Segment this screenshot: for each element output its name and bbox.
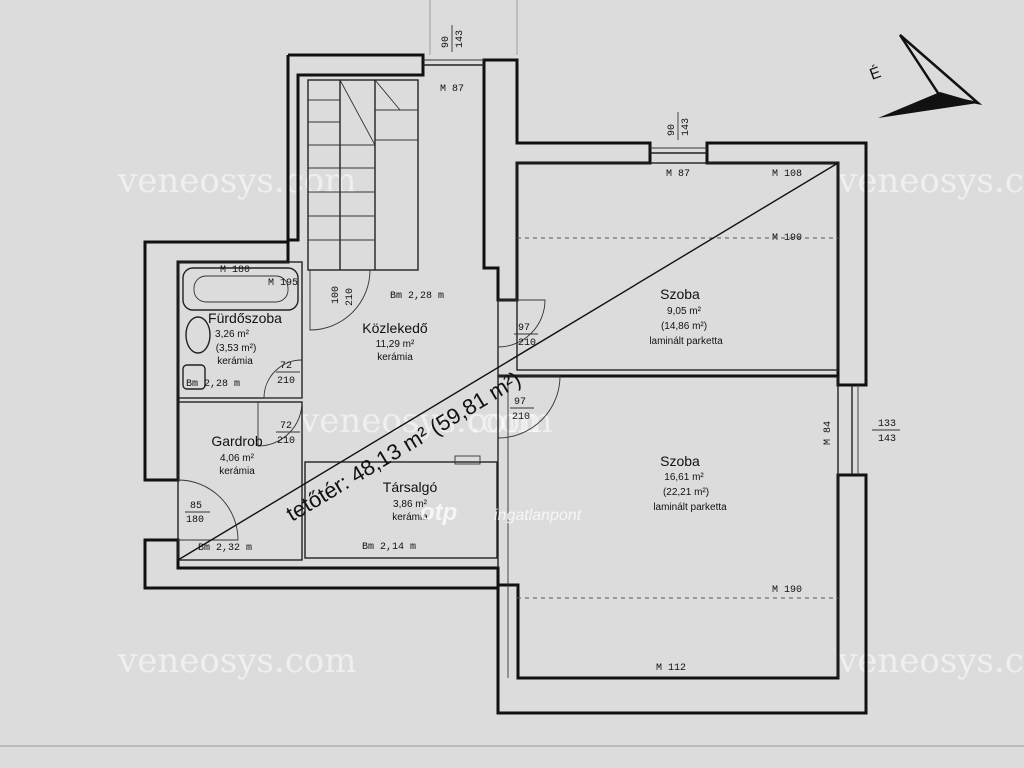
bathroom-walls xyxy=(177,261,303,399)
dim-text: M 87 xyxy=(440,84,464,95)
door-swing xyxy=(177,479,239,541)
door-swing xyxy=(257,401,303,447)
dim-text: 72 xyxy=(280,361,292,372)
watermark: veneosys.com xyxy=(837,161,1024,201)
dim-text: 90 xyxy=(441,36,452,48)
section-diagonal xyxy=(177,162,839,561)
room-gross-area: (22,21 m²) xyxy=(663,487,709,498)
dim-text: 100 xyxy=(331,286,342,304)
tarsalgo-walls xyxy=(304,461,498,559)
room-floor: kerámia xyxy=(377,352,413,363)
dim-text: M 87 xyxy=(666,169,690,180)
room-szoba-2: Szoba 16,61 m² (22,21 m²) laminált parke… xyxy=(653,453,727,513)
room-furdoszoba: Fürdőszoba 3,26 m² (3,53 m²) kerámia Bm … xyxy=(186,310,282,390)
dim-text: 90 xyxy=(667,124,678,136)
room-name: Közlekedő xyxy=(362,320,428,336)
room-floor: laminált parketta xyxy=(653,502,727,513)
watermark: veneosys.com xyxy=(117,641,356,681)
door-swing xyxy=(497,375,561,439)
room-gross-area: (3,53 m²) xyxy=(216,343,257,354)
gardrob-walls xyxy=(177,401,303,561)
room-tarsalgo: Társalgó 3,86 m² kerámia Bm 2,14 m xyxy=(362,479,437,553)
dim-text: 210 xyxy=(518,338,536,349)
room-height: Bm 2,14 m xyxy=(362,542,416,553)
brand-logo: otp ingatlanpont xyxy=(420,499,582,526)
dim-text: 97 xyxy=(518,323,530,334)
dim-text: 133 xyxy=(878,419,896,430)
door-swing xyxy=(497,299,546,348)
dim-text: M 108 xyxy=(772,169,802,180)
room-floor: kerámia xyxy=(219,466,255,477)
room-area: 4,06 m² xyxy=(220,453,255,464)
room-szoba-1: Szoba 9,05 m² (14,86 m²) laminált parket… xyxy=(649,286,723,347)
dim-text: 143 xyxy=(681,118,692,136)
dim-text: 210 xyxy=(277,376,295,387)
brand-text: ingatlanpont xyxy=(494,507,582,524)
room-area: 3,26 m² xyxy=(215,329,250,340)
dim-text: 210 xyxy=(277,436,295,447)
dim-text: 210 xyxy=(512,412,530,423)
dim-text: 97 xyxy=(514,397,526,408)
room-kozlekedo: Közlekedő 11,29 m² kerámia Bm 2,28 m xyxy=(362,291,444,363)
washbasin xyxy=(185,316,211,354)
dim-text: M 195 xyxy=(268,278,298,289)
brand-mark: otp xyxy=(420,499,457,526)
dim-text: 85 xyxy=(190,501,202,512)
dim-text: M 84 xyxy=(823,421,834,445)
room-area: 16,61 m² xyxy=(664,472,704,483)
room-height: Bm 2,28 m xyxy=(186,379,240,390)
room-height: Bm 2,28 m xyxy=(390,291,444,302)
bathtub xyxy=(182,267,299,311)
dim-text: 143 xyxy=(878,434,896,445)
room-name: Fürdőszoba xyxy=(208,310,282,326)
door-threshold xyxy=(454,455,481,465)
dim-text: M 112 xyxy=(656,663,686,674)
room-height: Bm 2,32 m xyxy=(198,543,252,554)
dim-text: M 190 xyxy=(772,585,802,596)
door-swing xyxy=(309,269,371,331)
dim-text: M 180 xyxy=(220,265,250,276)
dim-text: M 190 xyxy=(772,233,802,244)
room1-walls xyxy=(516,162,839,371)
dim-text: 72 xyxy=(280,421,292,432)
room-name: Szoba xyxy=(660,286,700,302)
staircase xyxy=(307,79,419,271)
door-swing xyxy=(263,359,303,399)
room-name: Társalgó xyxy=(383,479,438,495)
watermark: veneosys.com xyxy=(837,641,1024,681)
room-gross-area: (14,86 m²) xyxy=(661,321,707,332)
room-name: Gardrob xyxy=(211,433,263,449)
room-area: 9,05 m² xyxy=(667,306,702,317)
room-area: 3,86 m² xyxy=(393,499,428,510)
room-floor: laminált parketta xyxy=(649,336,723,347)
dim-text: 210 xyxy=(345,288,356,306)
watermark: veneosys.com xyxy=(117,161,356,201)
room-gardrob: Gardrob 4,06 m² kerámia Bm 2,32 m xyxy=(198,433,263,554)
toilet xyxy=(182,364,206,390)
room-area: 11,29 m² xyxy=(376,339,415,350)
outer-wall xyxy=(286,53,425,242)
room-floor: kerámia xyxy=(217,356,253,367)
dim-text: 180 xyxy=(186,515,204,526)
room-name: Szoba xyxy=(660,453,700,469)
room-floor: kerámia xyxy=(392,512,428,523)
dim-text: 143 xyxy=(455,30,466,48)
